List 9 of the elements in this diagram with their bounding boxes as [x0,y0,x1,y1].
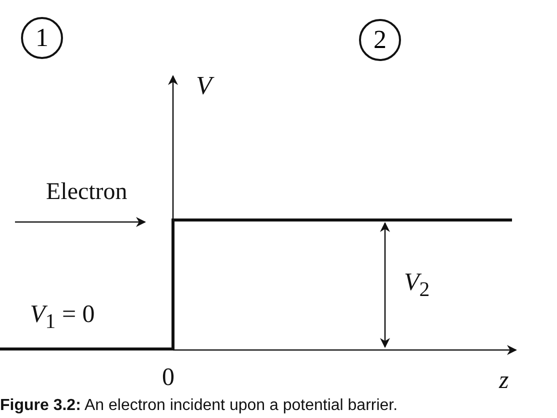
particle-label: Electron [46,180,128,204]
axis-label: V [196,73,212,99]
axis-label: z [499,368,509,393]
circled-number: 2 [359,19,401,61]
potential-label: V$_{2}$ [404,270,430,300]
circled-number: 1 [21,17,63,59]
potential-label: V$_{1}$ = 0 [30,302,95,332]
figure-caption: Figure 3.2: An electron incident upon a potential barrier. [0,398,398,414]
tick-label: 0 [162,365,174,390]
